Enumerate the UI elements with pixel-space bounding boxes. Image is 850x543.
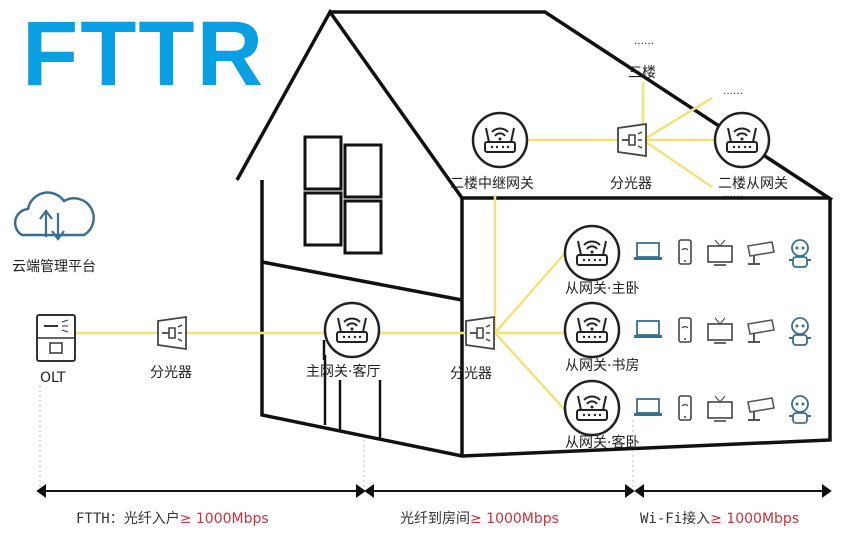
tv-icon (707, 239, 733, 266)
segment-label: FTTH：光纤入户 (76, 511, 180, 527)
olt-icon (36, 314, 76, 362)
phone-icon (678, 317, 692, 343)
range-arrows (36, 484, 832, 498)
segment-label: 光纤到房间 (400, 511, 470, 527)
stand-lines (322, 340, 382, 438)
segment-wifi: Wi-Fi接入≥ 1000Mbps (640, 508, 799, 528)
tv-icon (707, 317, 733, 344)
ellipsis-top: …… (634, 36, 654, 47)
robot-icon (788, 395, 812, 424)
camera-icon (747, 319, 775, 343)
laptop-icon (633, 320, 663, 339)
cloud-icon (13, 191, 95, 241)
segment-speed: ≥ 1000Mbps (179, 511, 269, 527)
window (303, 135, 383, 255)
main-gateway-icon (323, 301, 381, 359)
tv-icon (707, 395, 733, 422)
segment-room: 光纤到房间≥ 1000Mbps (400, 508, 559, 528)
device-row-2 (633, 317, 812, 346)
house-outline (235, 8, 833, 458)
olt-label: OLT (40, 370, 66, 386)
segment-speed: ≥ 1000Mbps (710, 511, 800, 527)
floor2-relay-label: 二楼中继网关 (450, 176, 534, 192)
sub-gateway-label-2: 从网关·书房 (565, 358, 640, 374)
splitter-label-2: 分光器 (450, 366, 492, 382)
device-row-3 (633, 395, 812, 424)
splitter-label-3: 分光器 (610, 176, 652, 192)
floor2-sub-icon (713, 111, 771, 169)
cloud-label: 云端管理平台 (12, 259, 96, 275)
sub-gateway-label-3: 从网关·客卧 (565, 435, 640, 451)
splitter-icon-2 (465, 316, 495, 350)
robot-icon (788, 239, 812, 268)
camera-icon (747, 397, 775, 421)
laptop-icon (633, 398, 663, 417)
guide-lines (39, 385, 634, 488)
main-gateway-label: 主网关·客厅 (306, 364, 381, 380)
phone-icon (678, 395, 692, 421)
sub-gateway-icon-3 (563, 379, 621, 437)
segment-ftth: FTTH：光纤入户≥ 1000Mbps (76, 508, 269, 528)
sub-gateway-icon-1 (563, 224, 621, 282)
robot-icon (788, 317, 812, 346)
sub-gateway-icon-2 (563, 301, 621, 359)
device-row-1 (633, 239, 812, 268)
ellipsis-right: …… (723, 86, 743, 97)
splitter-icon-1 (157, 316, 187, 350)
laptop-icon (633, 242, 663, 261)
floor2-sub-label: 二楼从网关 (718, 176, 788, 192)
floor2-relay-icon (471, 111, 529, 169)
sub-gateway-label-1: 从网关·主卧 (565, 281, 640, 297)
segment-speed: ≥ 1000Mbps (470, 511, 559, 527)
floor3-label: 三楼 (628, 65, 656, 81)
camera-icon (747, 241, 775, 265)
ellipsis-bottom: …… (723, 189, 743, 200)
phone-icon (678, 239, 692, 265)
segment-label: Wi-Fi接入 (640, 511, 711, 527)
splitter-icon-3 (617, 123, 647, 157)
fttr-title: FTTR (22, 3, 266, 105)
splitter-label-1: 分光器 (150, 365, 192, 381)
